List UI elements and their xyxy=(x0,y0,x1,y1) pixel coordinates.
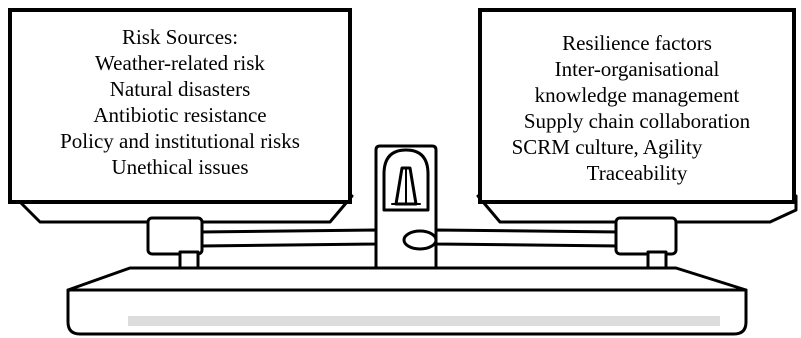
scale-beam-right xyxy=(434,228,622,248)
resilience-item-supply-chain-collaboration: Supply chain collaboration xyxy=(523,109,751,133)
risk-item-antibiotic-resistance: Antibiotic resistance xyxy=(93,103,267,127)
resilience-item-traceability: Traceability xyxy=(586,161,688,185)
resilience-item-knowledge-management: knowledge management xyxy=(534,83,740,107)
risk-item-weather: Weather-related risk xyxy=(95,51,265,75)
resilience-factors-heading: Resilience factors xyxy=(562,31,712,55)
risk-item-policy: Policy and institutional risks xyxy=(60,129,300,153)
resilience-factors-panel: Resilience factors Inter-organisational … xyxy=(478,8,796,204)
left-pan-holder xyxy=(146,216,204,256)
scale-base-shade xyxy=(128,316,720,326)
risk-item-unethical: Unethical issues xyxy=(111,155,249,179)
scale-base-front xyxy=(66,288,748,336)
resilience-item-scrm-culture: SCRM culture, Agility xyxy=(511,135,703,159)
right-pan-holder xyxy=(614,216,678,256)
scale-base-top xyxy=(66,266,748,292)
resilience-item-inter-organisational: Inter-organisational xyxy=(554,57,720,81)
risk-sources-heading: Risk Sources: xyxy=(121,25,239,49)
risk-item-natural-disasters: Natural disasters xyxy=(109,77,251,101)
risk-sources-panel: Risk Sources: Weather-related risk Natur… xyxy=(8,8,352,204)
center-knob xyxy=(402,229,438,251)
scale-beam xyxy=(198,228,378,248)
